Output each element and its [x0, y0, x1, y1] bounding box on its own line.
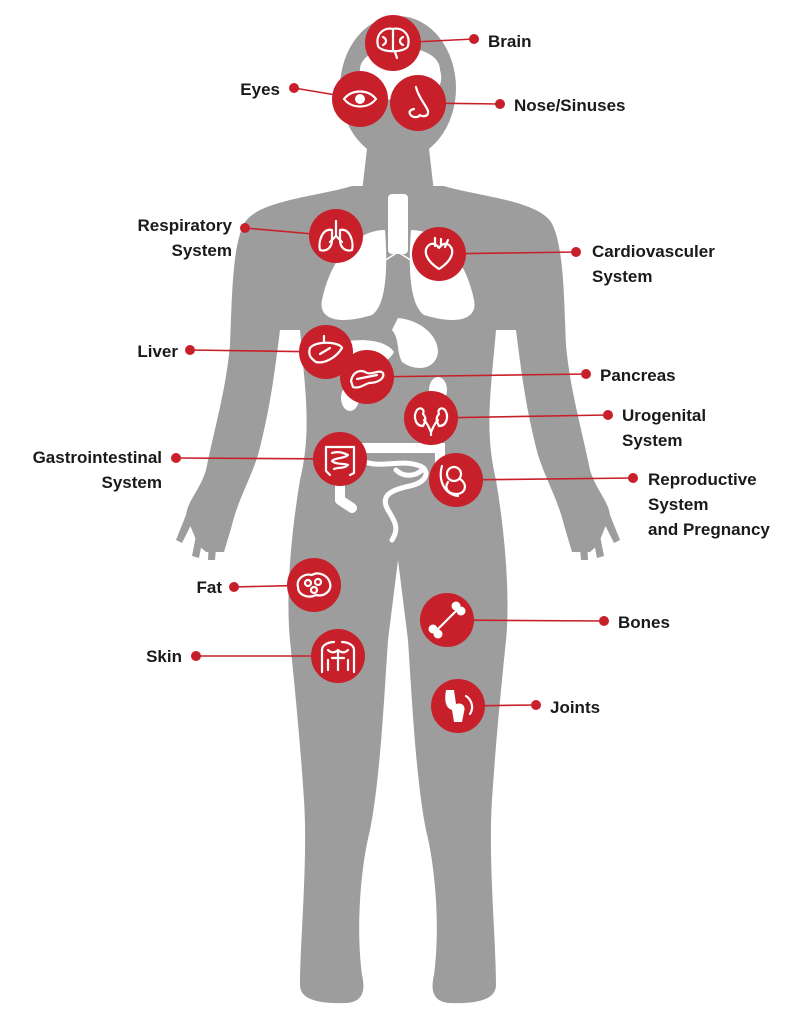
callout-nose: Nose/Sinuses [390, 75, 626, 131]
brain-icon [376, 27, 410, 60]
liver-badge [299, 325, 353, 379]
nose-label: Nose/Sinuses [514, 96, 626, 115]
callout-bones: Bones [420, 593, 670, 647]
joints-dot [531, 700, 541, 710]
liver-dot [185, 345, 195, 355]
trachea [388, 194, 408, 254]
bones-label: Bones [618, 613, 670, 632]
urogenital-dot [603, 410, 613, 420]
cardio-leader-line [465, 251, 577, 255]
brain-badge [365, 15, 421, 71]
fetus-icon [439, 464, 466, 498]
brain-label: Brain [488, 32, 531, 51]
liver-label: Liver [137, 342, 178, 361]
bones-leader-line [473, 619, 605, 622]
cardio-badge [412, 227, 466, 281]
stomach [392, 318, 438, 368]
knee-icon [445, 690, 474, 722]
brain-dot [469, 34, 479, 44]
urogenital-badge [404, 391, 458, 445]
nose-icon [408, 85, 430, 119]
urogenital-leader-line [457, 414, 609, 419]
liver-icon [308, 334, 344, 364]
joints-leader-line [484, 704, 537, 707]
callout-eyes: Eyes [240, 71, 388, 127]
kidneys-icon [413, 407, 449, 437]
brain-leader-line [420, 38, 475, 43]
liver-leader-line [189, 349, 300, 353]
fat-badge [287, 558, 341, 612]
eyes-dot [289, 83, 299, 93]
eyes-label: Eyes [240, 80, 280, 99]
gi-leader-line [175, 457, 314, 460]
bones-badge [420, 593, 474, 647]
fat-icon [296, 572, 332, 598]
callout-liver: Liver [137, 325, 353, 379]
bones-dot [599, 616, 609, 626]
lungs-icon [318, 219, 354, 252]
eyes-badge [332, 71, 388, 127]
respiratory-dot [240, 223, 250, 233]
joints-badge [431, 679, 485, 733]
eyes-leader-line [293, 87, 333, 96]
torso-icon [320, 640, 356, 674]
respiratory-leader-line [244, 227, 310, 235]
bone-icon [428, 601, 466, 639]
nose-badge [390, 75, 446, 131]
reproductive-dot [628, 473, 638, 483]
small-intestine [357, 457, 429, 543]
intestine-icon [324, 445, 356, 477]
pancreas-icon [349, 370, 385, 389]
reproductive-leader-line [482, 477, 634, 481]
joints-label: Joints [550, 698, 600, 717]
pancreas-leader-line [393, 373, 587, 378]
skin-label: Skin [146, 647, 182, 666]
body-silhouette [176, 16, 620, 1004]
callout-joints: Joints [431, 679, 600, 733]
pancreas-dot [581, 369, 591, 379]
gi-dot [171, 453, 181, 463]
callout-fat: Fat [197, 558, 341, 612]
gi-badge [313, 432, 367, 486]
heart-icon [424, 236, 454, 271]
fat-dot [229, 582, 239, 592]
skin-badge [311, 629, 365, 683]
pancreas-badge [340, 350, 394, 404]
fat-label: Fat [197, 578, 223, 597]
callout-pancreas: Pancreas [340, 350, 676, 404]
cardio-dot [571, 247, 581, 257]
nose-leader-line [445, 102, 501, 105]
callout-skin: Skin [146, 629, 365, 683]
reproductive-badge [429, 453, 483, 507]
respiratory-badge [309, 209, 363, 263]
callout-brain: Brain [365, 15, 531, 71]
eye-icon [342, 90, 378, 108]
skin-dot [191, 651, 201, 661]
pancreas-label: Pancreas [600, 366, 676, 385]
left-lung [321, 230, 387, 320]
nose-dot [495, 99, 505, 109]
fat-leader-line [233, 584, 288, 588]
